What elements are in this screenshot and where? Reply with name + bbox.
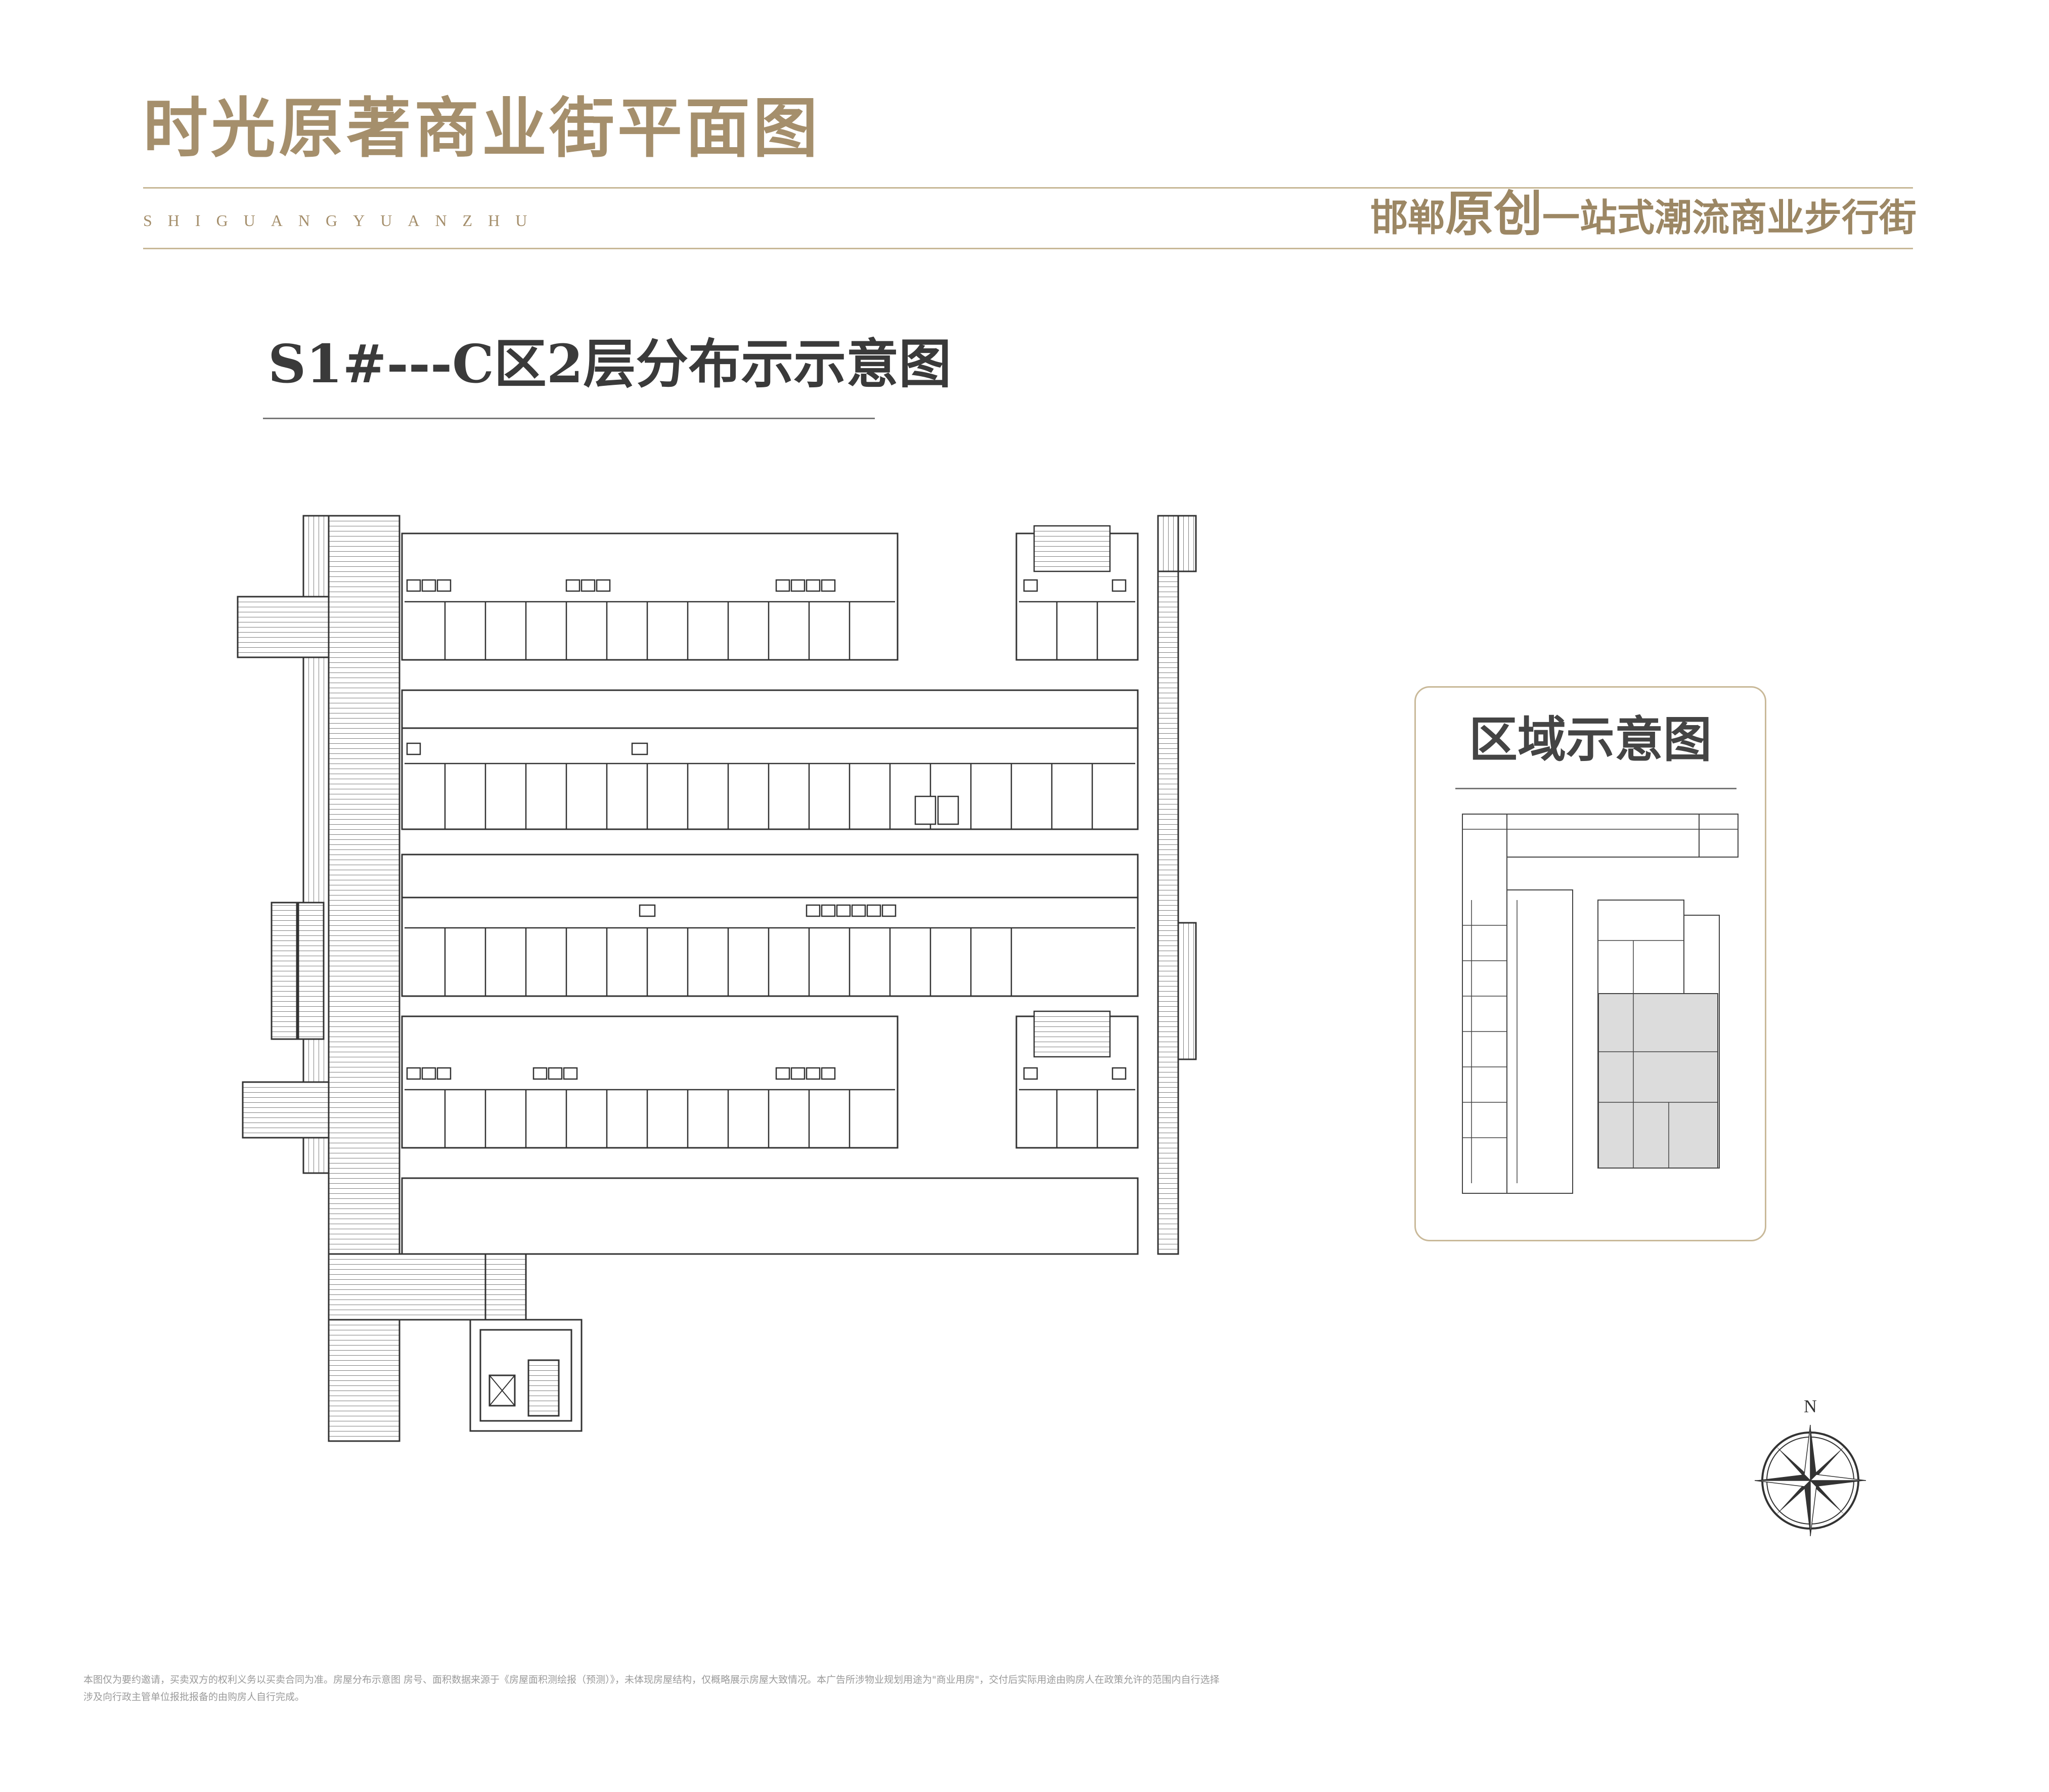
compass-rose-icon [1754, 1424, 1866, 1537]
header-rule-bottom [143, 248, 1913, 249]
pinyin-subtitle: SHIGUANGYUANZHU [143, 211, 543, 230]
slogan: 邯郸原创一站式潮流商业步行街 [1370, 190, 1917, 238]
area-map-title-rule [1455, 788, 1736, 789]
header-rule-top [143, 187, 1913, 189]
slogan-suffix: 一站式潮流商业步行街 [1542, 196, 1917, 240]
floor-plan-title: S1#---C区2层分布示示意图 [268, 333, 952, 395]
area-map-title: 区域示意图 [1469, 711, 1712, 768]
disclaimer-line-1: 本图仅为要约邀请，买卖双方的权利义务以买卖合同为准。房屋分布示意图 房号、面积数… [83, 1674, 1220, 1685]
slogan-emphasis: 原创 [1445, 185, 1542, 242]
north-label: N [1804, 1396, 1817, 1416]
area-map-panel: 区域示意图 [1414, 686, 1766, 1241]
page-title: 时光原著商业街平面图 [143, 91, 821, 166]
disclaimer-line-2: 涉及向行政主管单位报批报备的由购房人自行完成。 [83, 1691, 305, 1703]
slogan-prefix: 邯郸 [1370, 196, 1445, 240]
floor-plan-title-rule [263, 418, 875, 419]
area-map-drawing [1462, 814, 1739, 1194]
disclaimer: 本图仅为要约邀请，买卖双方的权利义务以买卖合同为准。房屋分布示意图 房号、面积数… [83, 1671, 1600, 1706]
